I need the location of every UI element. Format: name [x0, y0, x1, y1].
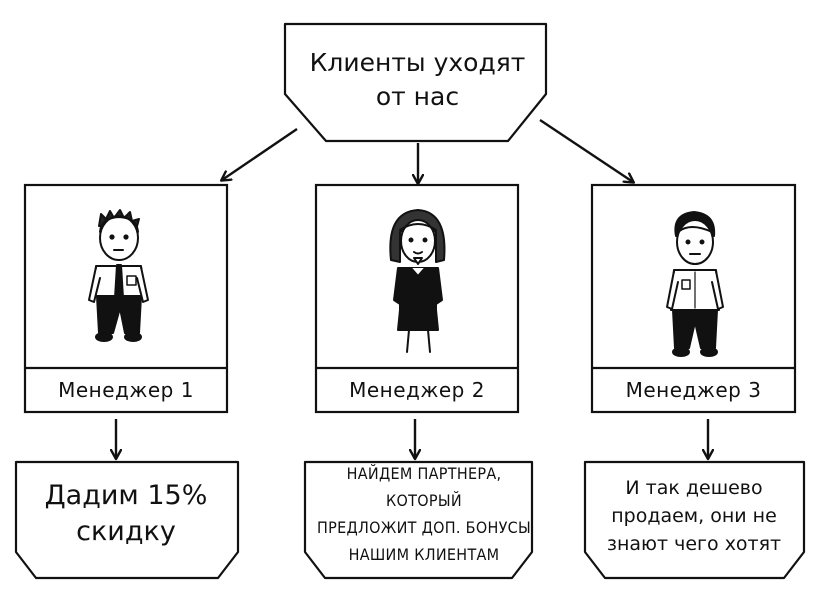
manager-label-1: Менеджер 1 — [58, 378, 194, 402]
manager-label-2: Менеджер 2 — [349, 378, 485, 402]
outcome-shape-2 — [303, 460, 534, 580]
woman-in-suit-icon — [389, 209, 446, 353]
arrow-to-manager-3 — [539, 119, 633, 182]
outcome-text-3: И так дешево продаем, они не знают чего … — [606, 477, 782, 555]
outcome-text-2: НАЙДЕМ ПАРТНЕРА, КОТОРЫЙ ПРЕДЛОЖИТ ДОП. … — [316, 464, 532, 564]
outcome-text-1: Дадим 15% скидку — [44, 480, 208, 547]
outcome-shape-1 — [14, 460, 240, 580]
man-with-tie-icon — [88, 209, 149, 342]
man-in-shirt-icon — [666, 211, 724, 357]
arrow-to-manager-1 — [222, 128, 298, 180]
outcome-shape-3 — [583, 460, 806, 580]
manager-label-3: Менеджер 3 — [625, 378, 762, 402]
top-node-text: Клиенты уходят от нас — [309, 48, 526, 111]
top-node-shape — [283, 22, 548, 143]
